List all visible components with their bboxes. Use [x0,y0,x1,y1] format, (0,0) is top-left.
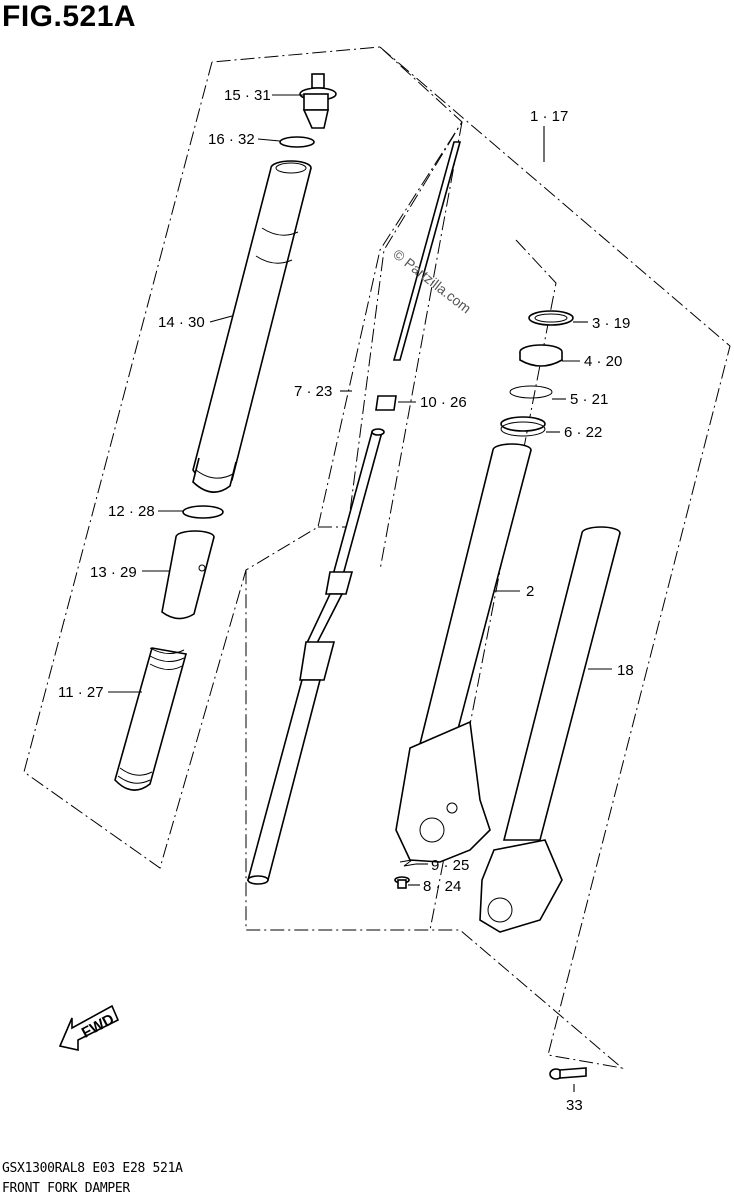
callout-4-20: 4 · 20 [584,353,622,370]
callout-9-25: 9 · 25 [431,857,469,874]
part-cap-bolt [299,73,337,129]
part-small-screw [394,876,410,889]
footer-model-code: GSX1300RAL8 E03 E28 521A [2,1161,183,1176]
callout-14-30: 14 · 30 [158,314,205,331]
part-thin-rod [392,141,462,361]
leader-16-32 [257,138,281,142]
callout-11-27: 11 · 27 [58,684,104,701]
part-axle-bolt [549,1067,587,1080]
callout-5-21: 5 · 21 [570,391,608,408]
callout-10-26: 10 · 26 [420,394,467,411]
part-spring [114,647,188,791]
assembly-boundary-inner [318,121,463,528]
callout-2: 2 [526,583,534,600]
assembly-boundary-main [245,46,731,1069]
part-spacer [161,530,215,620]
part-inner-tube [395,443,532,863]
callout-15-31: 15 · 31 [224,87,271,104]
callout-8-24: 8 · 24 [423,878,461,895]
callout-16-32: 16 · 32 [208,131,255,148]
callout-3-19: 3 · 19 [592,315,630,332]
inner-tube-boundary-right [429,239,557,931]
part-stopper-ring [509,385,553,399]
leader-14-30 [209,315,233,323]
figure-title: FIG.521A [2,0,137,33]
callout-18: 18 [617,662,634,679]
callout-6-22: 6 · 22 [564,424,602,441]
part-dust-seal [528,310,574,326]
fwd-arrow-icon: FWD [58,1004,120,1051]
part-bushing [500,416,546,437]
callout-33: 33 [566,1097,583,1114]
part-axle-tube [479,526,621,933]
callout-13-29: 13 · 29 [90,564,137,581]
part-outer-tube [192,160,312,493]
watermark-text: © Partzilla.com [390,246,474,317]
assembly-boundary-outer [23,46,463,869]
callout-7-23: 7 · 23 [294,383,332,400]
footer-figure-name: FRONT FORK DAMPER [2,1181,130,1196]
callout-1-17: 1 · 17 [530,108,568,125]
part-o-ring-top [279,136,315,148]
part-ring [182,505,224,519]
part-damper-rod [246,428,385,885]
part-collar [375,395,397,411]
part-oil-seal [519,344,563,367]
part-small-spring [399,859,417,867]
inner-tube-boundary [379,121,463,571]
callout-12-28: 12 · 28 [108,503,155,520]
